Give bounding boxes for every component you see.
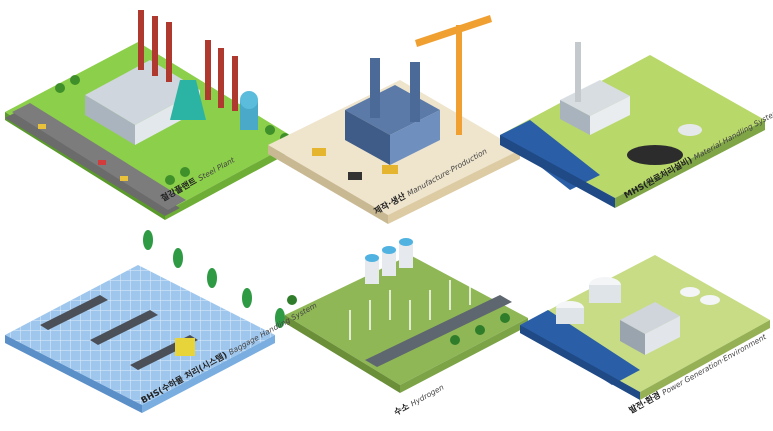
bhs-tile [5,230,285,413]
manufacture-tile [268,15,520,224]
trees [287,295,510,345]
construction-vehicles [312,148,398,180]
hydrogen-tanks [365,238,413,284]
factory-frame [345,58,440,165]
power-tile [520,255,770,400]
trees [143,230,285,328]
plant-buildings [560,42,630,135]
smokestacks [138,10,238,111]
mhs-tile [500,42,765,208]
screening-machine [175,338,195,356]
coal-pile [627,145,683,165]
storage-tanks [556,277,720,324]
storage-tank [678,124,702,136]
tower-crane [415,15,492,135]
cooling-tower [170,80,206,120]
hydrogen-tile [285,238,528,393]
wind-turbines [349,275,471,340]
cars [38,124,128,181]
steel-plant-tile [5,10,298,220]
power-plant-building [620,302,680,355]
